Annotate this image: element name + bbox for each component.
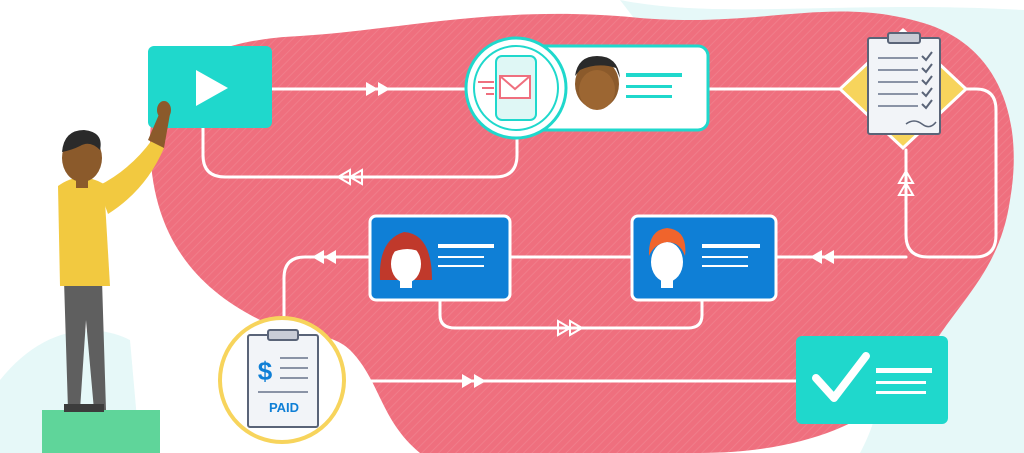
paid-label: PAID <box>269 400 299 415</box>
paid-invoice-badge: $ PAID <box>220 318 344 442</box>
contact-card-man <box>632 216 776 300</box>
mail-phone-badge <box>466 38 566 138</box>
dollar-icon: $ <box>258 356 273 386</box>
checklist-icon <box>868 33 940 134</box>
completed-card <box>796 336 948 424</box>
pedestal <box>42 410 160 453</box>
contact-card-woman <box>370 216 510 300</box>
